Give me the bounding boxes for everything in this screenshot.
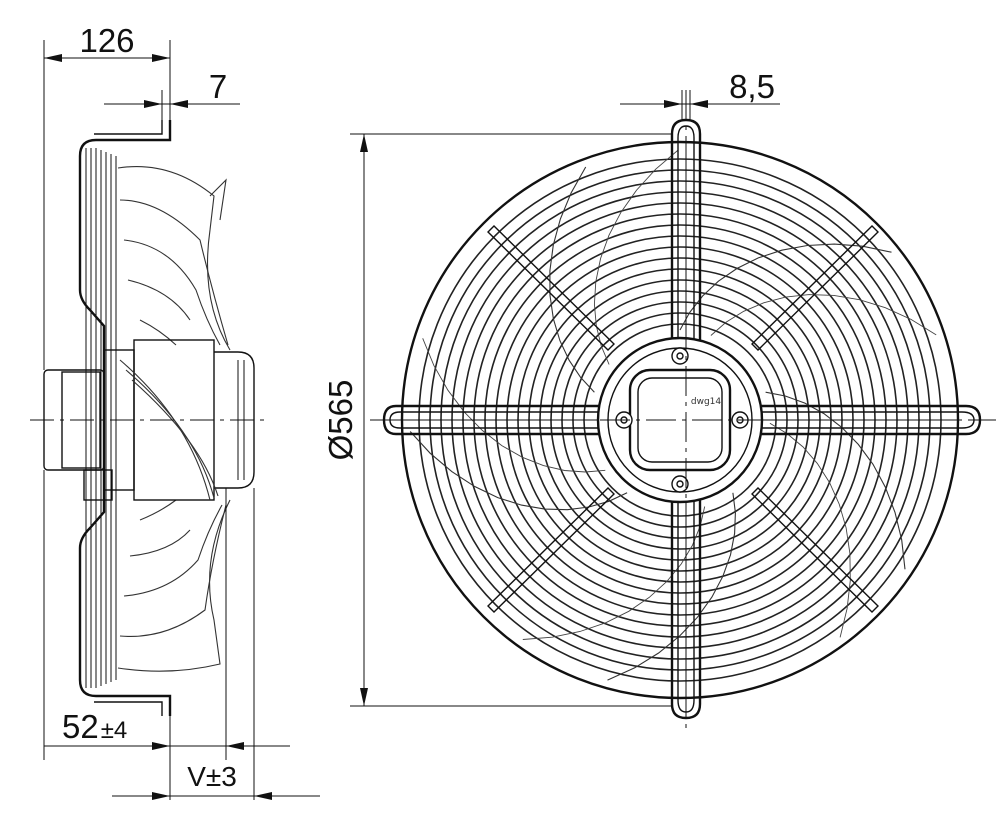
upper-blade-side xyxy=(117,165,231,351)
blade-edge xyxy=(522,506,706,640)
lower-blade-side xyxy=(117,499,231,672)
dimension-126: 126 xyxy=(43,22,171,370)
blade-curve xyxy=(409,431,628,511)
hub-label: dwg14 xyxy=(691,397,722,407)
blade-curve xyxy=(679,243,892,331)
dimension-52: 52±4 xyxy=(43,470,290,800)
hub-front: dwg14 xyxy=(596,336,764,504)
front-view: dwg14 Ø565 8,5 xyxy=(322,68,996,730)
dimension-diameter: Ø565 xyxy=(322,133,672,707)
blade-curve xyxy=(549,166,595,393)
dimension-7: 7 xyxy=(104,68,240,120)
front-blades xyxy=(409,149,937,681)
dimension-7-label: 7 xyxy=(209,68,227,105)
dimension-8-5: 8,5 xyxy=(620,68,780,120)
dimension-v: V±3 xyxy=(112,761,320,800)
dimension-126-label: 126 xyxy=(79,22,134,59)
dimension-diameter-label: Ø565 xyxy=(322,380,359,461)
guard-bars-side xyxy=(85,148,117,688)
blade-curve xyxy=(607,492,736,681)
blade-edge xyxy=(422,338,606,473)
dimension-52-label: 52±4 xyxy=(62,708,127,745)
side-view: 126 7 52±4 V±3 xyxy=(30,22,320,800)
dimension-v-label: V±3 xyxy=(187,761,237,792)
dimension-8-5-label: 8,5 xyxy=(729,68,775,105)
diagonal-struts xyxy=(487,225,879,613)
blade-curve xyxy=(765,391,906,570)
blade-edge xyxy=(593,149,679,365)
blade-edge xyxy=(710,294,937,336)
